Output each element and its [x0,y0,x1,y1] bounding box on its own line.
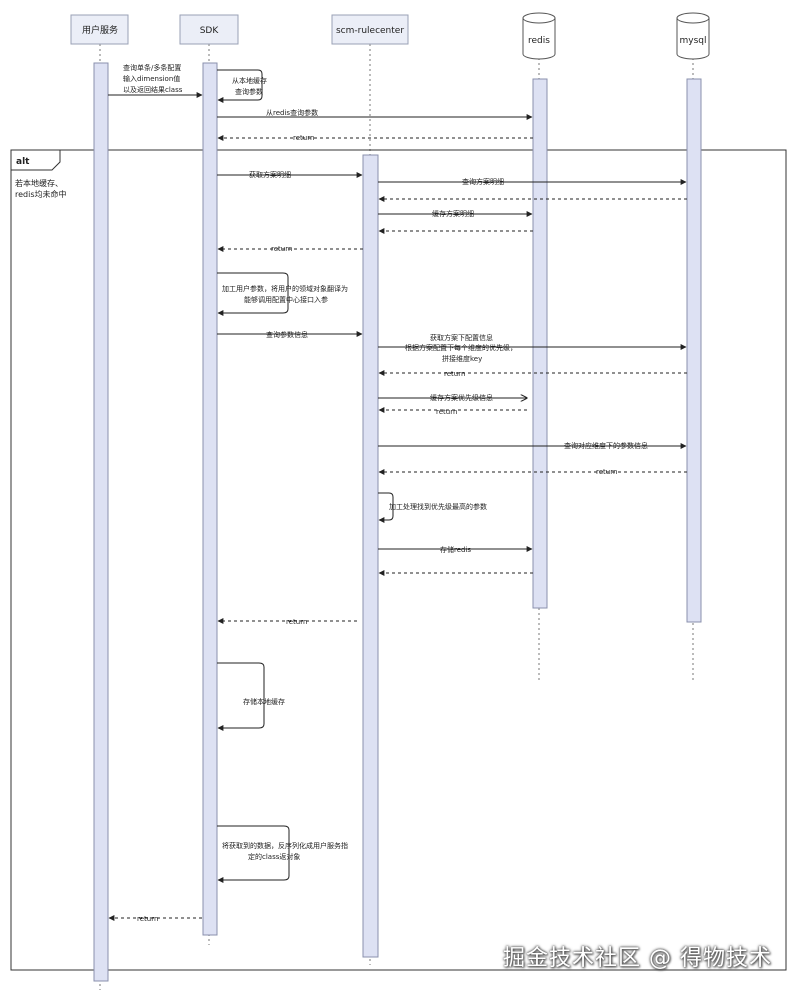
msg-deserialize-line1: 将获取到的数据，反序列化成用户服务指 [222,841,348,850]
msg-return-config: return [378,370,687,378]
msg-deserialize: 将获取到的数据，反序列化成用户服务指 定的class返对象 [217,825,348,883]
msg-return-redis: return [217,134,533,142]
msg-return-plan: return [217,245,363,253]
msg-process-line1: 加工用户参数，将用户的领域对象翻译为 [222,284,348,293]
msg-store-redis-label: 存储redis [440,545,471,554]
msg-cache-priority: 缓存方案优先级信息 [378,393,527,402]
msg-get-plan-detail-label: 获取方案明细 [249,170,291,179]
activation-rulecenter [362,154,379,958]
msg-local-cache-query: 从本地缓存 查询参数 [217,69,267,103]
participant-user-service: 用户服务 [70,14,129,45]
msg-return-final-label: return [137,915,158,923]
msg-query-param-info: 查询参数信息 [217,330,363,339]
msg-query-config: 查询单条/多条配置 输入dimension值 以及返回结果class [108,63,203,98]
activation-sdk [202,62,218,936]
msg-config-line3: 拼接维度key [442,354,482,363]
msg-return-priority-label: return [436,408,457,416]
msg-query-dim-param-label: 查询对应维度下的参数信息 [564,441,648,450]
msg-store-local-label: 存储本地缓存 [243,697,285,706]
participant-mysql: mysql [676,12,710,60]
msg-query-dim-param: 查询对应维度下的参数信息 [378,441,687,450]
msg-return-dim-label: return [596,468,617,476]
msg-query-line3: 以及返回结果class [123,85,183,94]
participant-user-service-label: 用户服务 [82,24,118,36]
msg-config-line1: 获取方案下配置信息 [430,333,493,342]
participant-rulecenter-label: scm-rulecenter [336,26,404,36]
msg-get-config-info: 获取方案下配置信息 根据方案配置下每个维度的优先级， 拼接维度key [378,333,687,363]
msg-return-priority: return [378,407,527,416]
msg-return-rulecenter: return [217,618,357,626]
msg-redis-query: 从redis查询参数 [217,108,533,120]
msg-store-local-cache: 存储本地缓存 [217,662,285,731]
alt-guard-line1: 若本地缓存、 [15,178,63,188]
alt-frame: alt 若本地缓存、 redis均未命中 [10,149,787,971]
msg-return-final: return [108,915,202,923]
alt-guard-line2: redis均未命中 [15,189,67,199]
msg-cache-plan-detail: 缓存方案明细 [378,209,533,218]
msg-return-plan-label: return [271,245,292,253]
msg-process-highest: 加工处理找到优先级最高的参数 [378,492,487,523]
participant-redis-label: redis [528,36,550,46]
watermark-text: 掘金技术社区 @ 得物技术 [503,946,772,971]
msg-deserialize-line2: 定的class返对象 [248,852,300,861]
msg-process-params: 加工用户参数，将用户的领域对象翻译为 能够调用配置中心接口入参 [217,272,348,316]
participant-sdk: SDK [179,14,239,45]
msg-get-plan-detail: 获取方案明细 [217,170,363,179]
msg-return-rulecenter-label: return [286,618,307,626]
msg-return-config-label: return [444,370,465,378]
msg-query-plan-detail-label: 查询方案明细 [462,177,504,186]
msg-local-cache-line1: 从本地缓存 [232,76,267,85]
participant-redis: redis [522,12,556,60]
msg-query-param-info-label: 查询参数信息 [266,330,308,339]
msg-process-line2: 能够调用配置中心接口入参 [244,295,328,304]
participant-rulecenter: scm-rulecenter [331,14,409,45]
msg-store-redis: 存储redis [378,545,533,554]
msg-cache-plan-detail-label: 缓存方案明细 [432,209,474,218]
msg-return-redis-label: return [293,134,314,142]
msg-redis-query-label: 从redis查询参数 [266,108,318,117]
msg-config-line2: 根据方案配置下每个维度的优先级， [405,343,517,352]
msg-query-line2: 输入dimension值 [123,74,180,83]
msg-return-dim: return [378,468,687,476]
msg-local-cache-line2: 查询参数 [235,87,263,96]
participant-mysql-label: mysql [680,36,707,46]
msg-cache-priority-label: 缓存方案优先级信息 [430,393,493,402]
msg-process-highest-label: 加工处理找到优先级最高的参数 [389,502,487,511]
activation-redis [532,78,548,609]
activation-mysql [686,78,702,623]
msg-query-plan-detail: 查询方案明细 [378,177,687,186]
msg-query-line1: 查询单条/多条配置 [123,63,181,72]
participant-sdk-label: SDK [200,26,220,36]
activation-user-service [93,62,109,982]
alt-frame-label: alt [16,157,30,167]
